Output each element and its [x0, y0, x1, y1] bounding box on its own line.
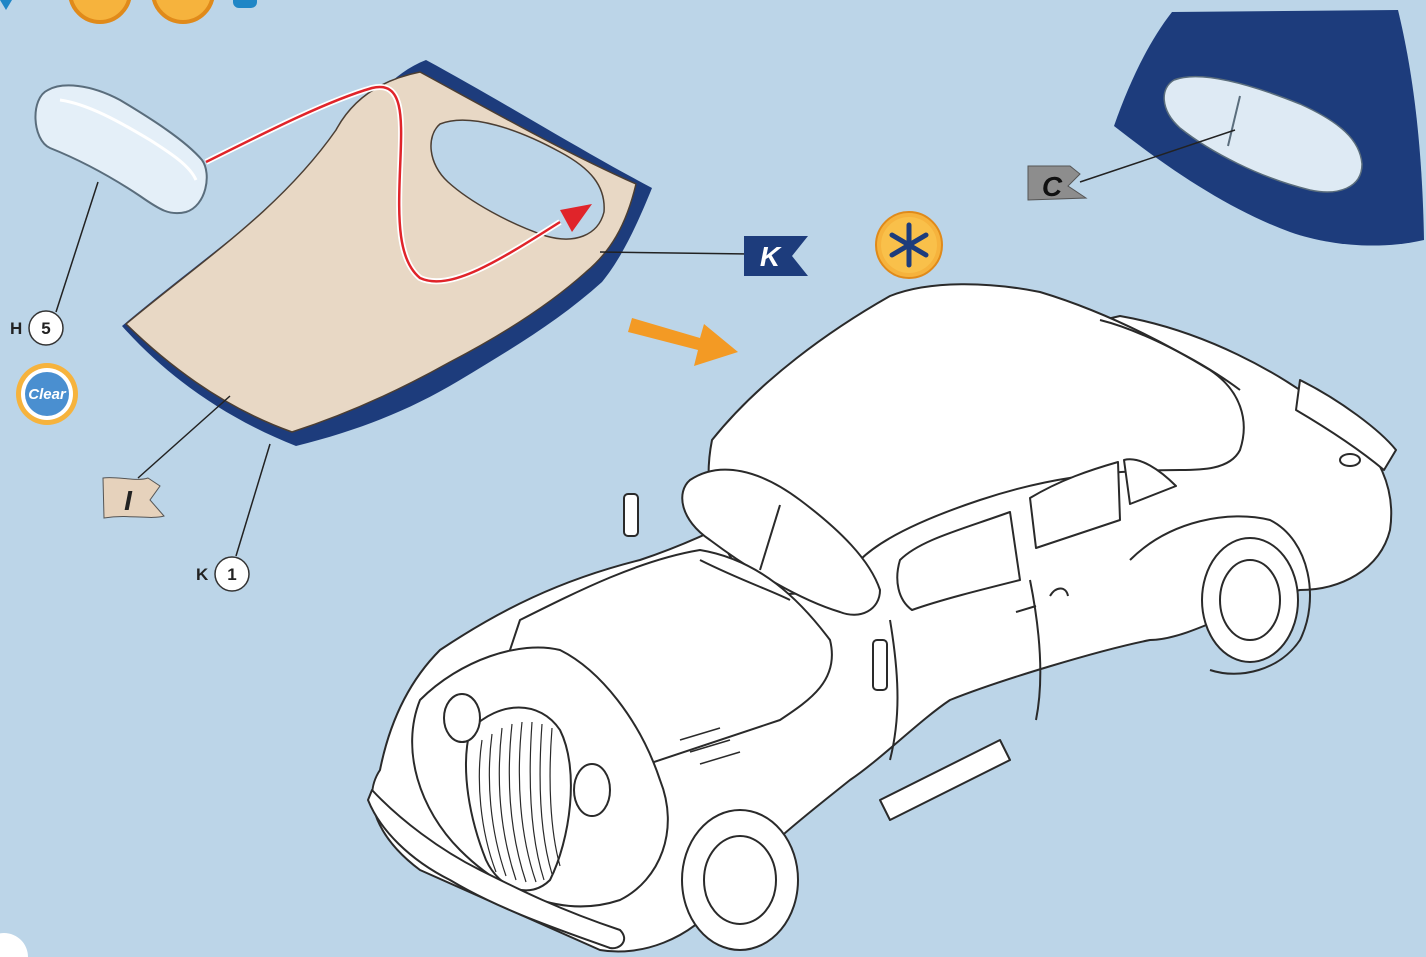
rear-window-part — [35, 85, 206, 312]
part-number-h5: H 5 — [10, 311, 63, 345]
part-prefix-h: H — [10, 319, 22, 338]
asterisk-icon — [876, 212, 942, 278]
top-paint-icons — [0, 0, 257, 22]
part-number-5: 5 — [41, 319, 50, 338]
flag-c: C — [1028, 166, 1086, 202]
car-body — [368, 284, 1396, 951]
part-number-k1: K 1 — [196, 557, 249, 591]
flag-c-label: C — [1042, 171, 1063, 202]
arrow-right-icon — [628, 318, 738, 366]
flag-i: I — [103, 478, 164, 518]
part-prefix-k: K — [196, 565, 209, 584]
flag-k: K — [744, 236, 808, 276]
page-corner-marker — [0, 933, 28, 957]
roof-exterior-detail — [1080, 10, 1424, 246]
flag-k-label: K — [760, 241, 782, 272]
clear-paint-icon: Clear — [16, 363, 78, 425]
flag-i-label: I — [124, 485, 133, 516]
clear-badge-label: Clear — [28, 386, 67, 403]
part-number-1: 1 — [227, 565, 236, 584]
roof-liner-part — [122, 60, 750, 556]
